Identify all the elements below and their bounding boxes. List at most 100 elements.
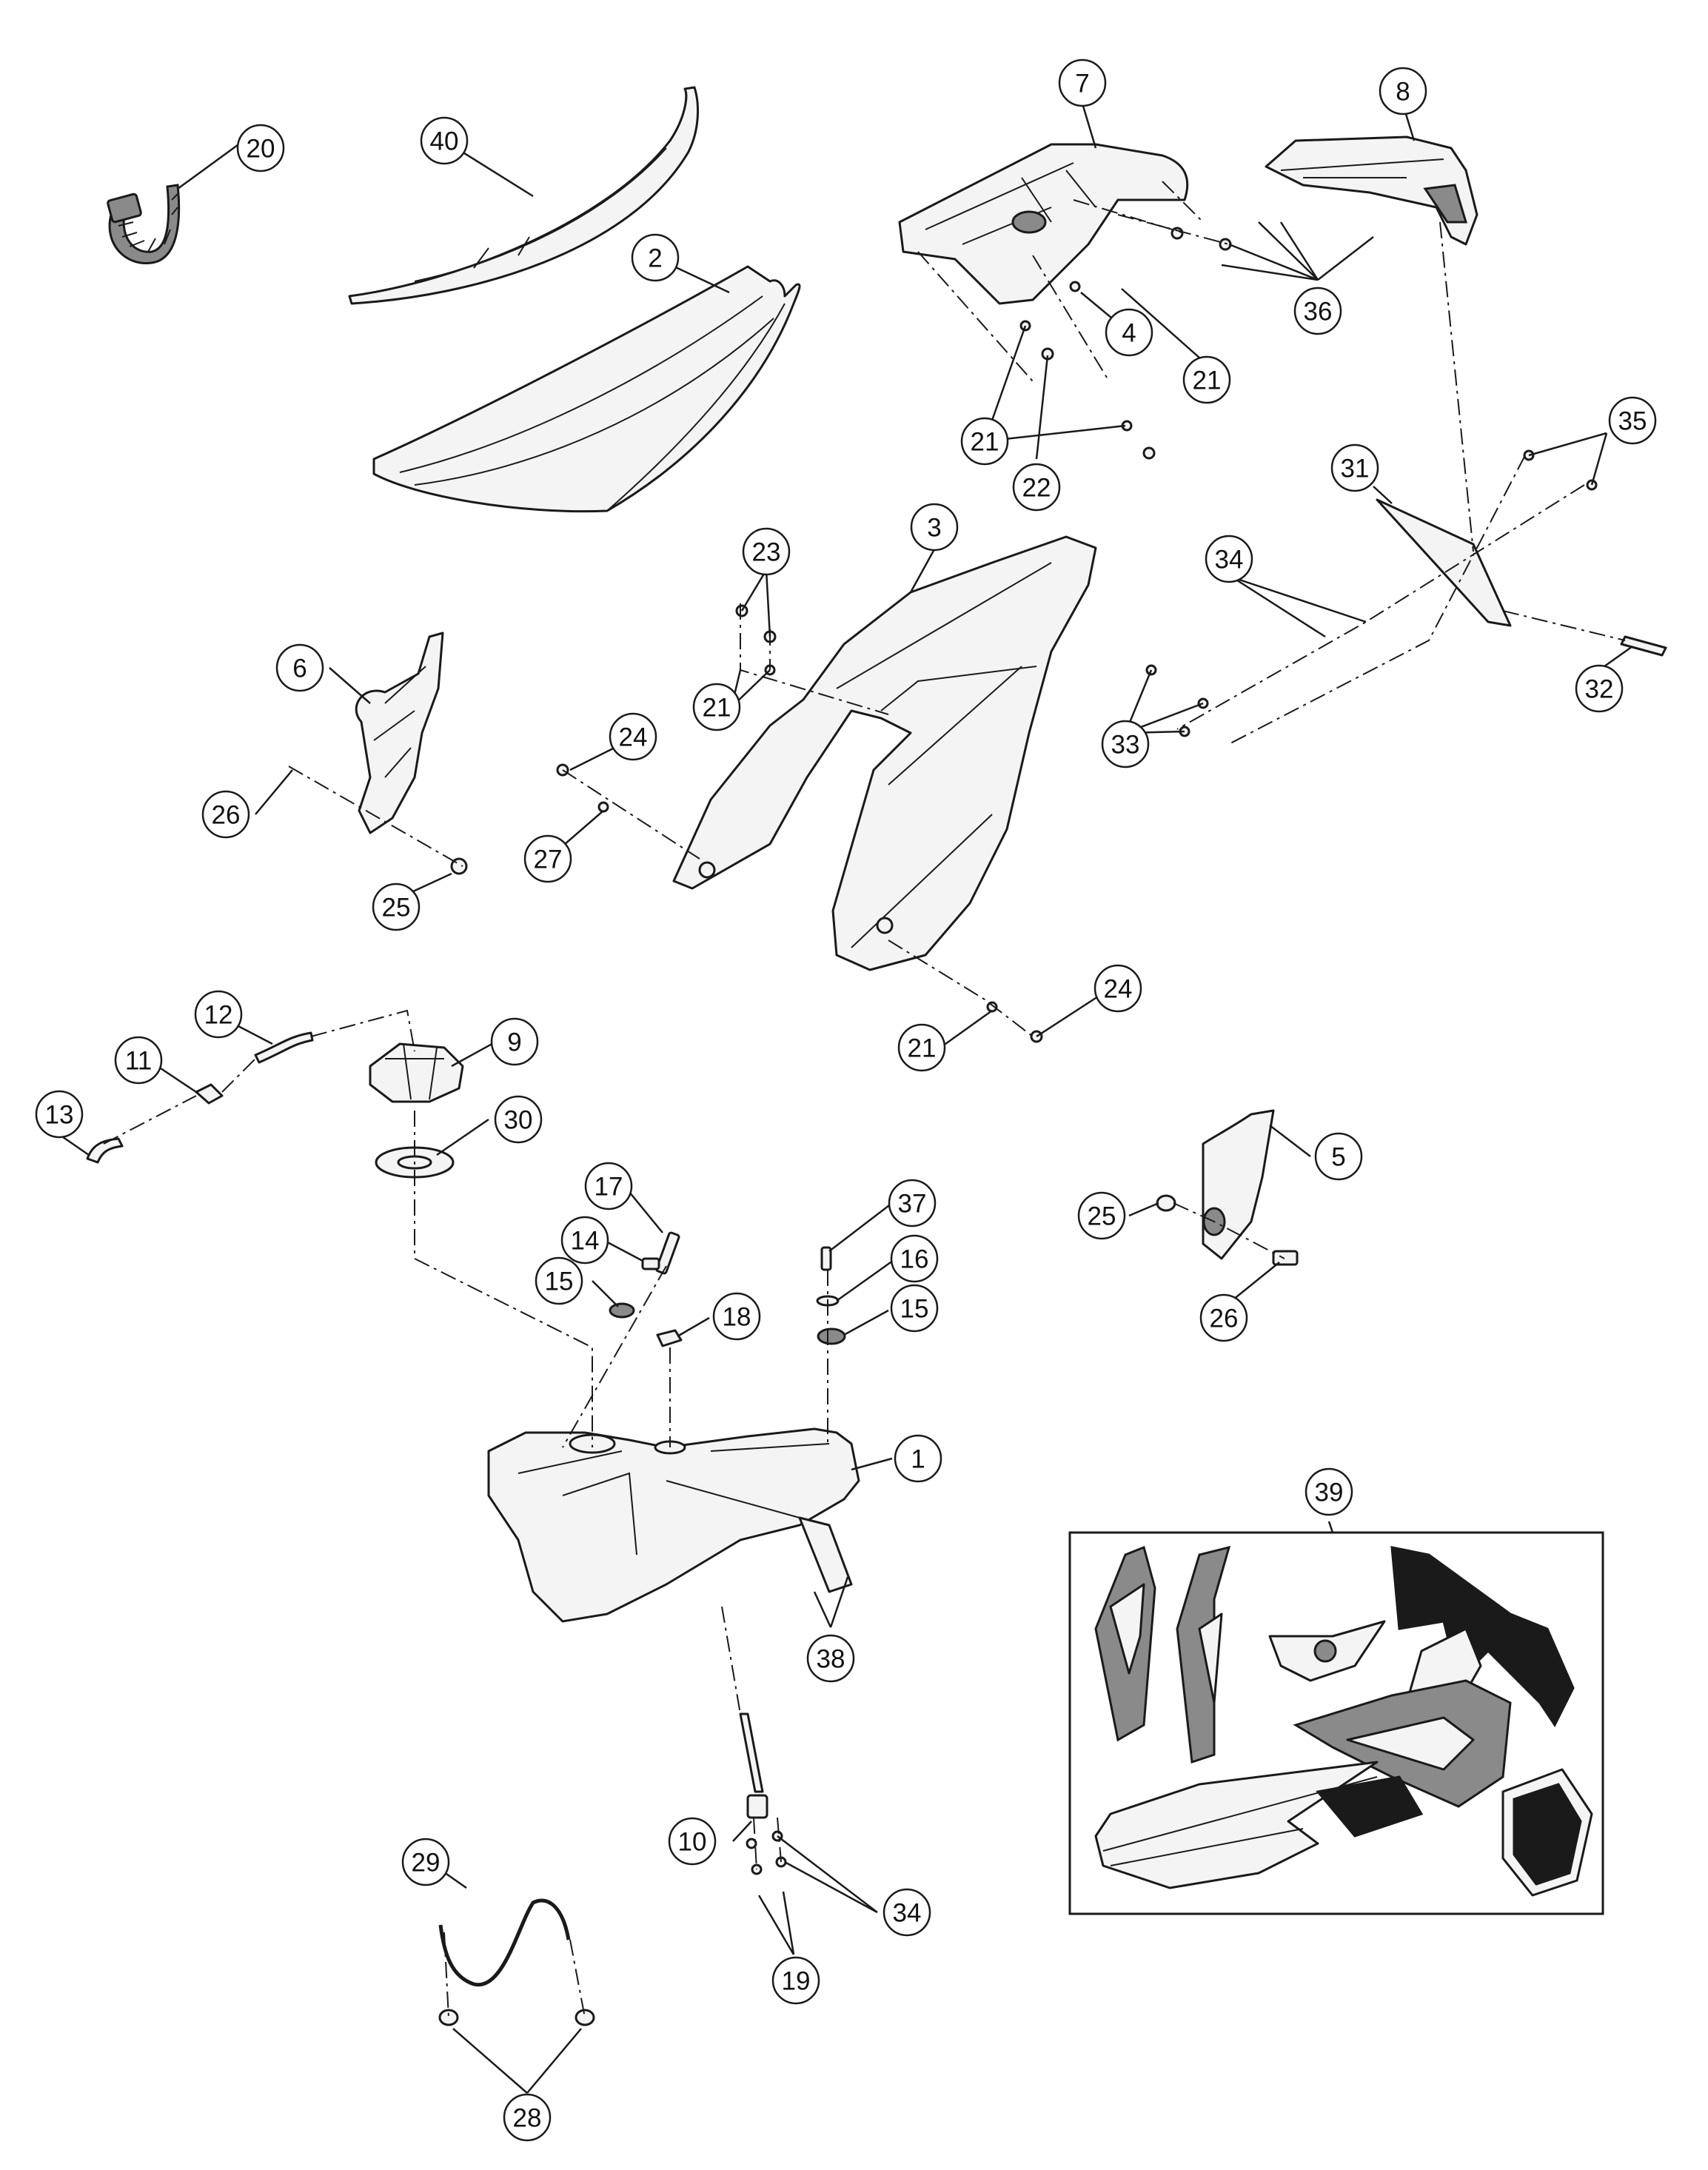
callout-3: 3 [910, 503, 959, 552]
callout-circle [1205, 535, 1253, 583]
part-40-seat-cover [348, 86, 700, 305]
part-6-frame-guard [355, 632, 444, 834]
callout-label: 38 [817, 1645, 845, 1674]
callout-circle [1077, 1191, 1126, 1240]
callout-label: 17 [595, 1173, 623, 1202]
part-17-14-15-fastener-stack [609, 1231, 680, 1319]
callout-circle [888, 1179, 937, 1228]
callout-label: 1 [911, 1445, 925, 1474]
callout-label: 25 [382, 894, 411, 922]
callout-circle [275, 643, 324, 692]
callout-13: 13 [35, 1090, 84, 1139]
part-1-fuel-tank [487, 1427, 860, 1623]
callout-14: 14 [560, 1216, 609, 1265]
callout-circle [194, 990, 243, 1039]
callout-24: 24 [609, 712, 657, 761]
callout-circle [1182, 355, 1231, 404]
callout-circle [894, 1434, 942, 1483]
callout-label: 32 [1585, 675, 1614, 704]
callout-label: 21 [1193, 366, 1222, 395]
callout-26: 26 [201, 790, 250, 839]
callout-circle [494, 1095, 543, 1144]
callout-circle [114, 1036, 163, 1085]
part-10-fuel-tap [739, 1712, 768, 1819]
part-37-16-15-fastener-stack [816, 1246, 846, 1345]
callout-label: 12 [204, 1001, 233, 1030]
callout-label: 23 [752, 538, 781, 567]
callout-circle [236, 124, 285, 173]
callout-label: 19 [782, 1967, 811, 1996]
callout-label: 5 [1331, 1143, 1345, 1172]
callout-label: 21 [908, 1034, 937, 1063]
callout-21: 21 [897, 1023, 946, 1072]
callout-15: 15 [890, 1284, 939, 1333]
callout-circle [910, 503, 959, 552]
callout-label: 34 [893, 1899, 922, 1928]
callout-circle [201, 790, 250, 839]
callout-35: 35 [1608, 396, 1657, 445]
callout-label: 15 [545, 1267, 574, 1296]
part-2-seat [372, 265, 801, 513]
callout-label: 31 [1341, 455, 1370, 483]
callout-label: 25 [1088, 1202, 1116, 1231]
callout-circle [523, 834, 572, 883]
callout-label: 26 [212, 801, 241, 830]
callout-5: 5 [1314, 1132, 1363, 1181]
callout-circle [1012, 463, 1061, 512]
callout-label: 20 [247, 135, 275, 164]
callout-18: 18 [712, 1292, 761, 1341]
callout-circle [1305, 1467, 1353, 1516]
callout-27: 27 [523, 834, 572, 883]
callout-label: 9 [507, 1028, 521, 1057]
callout-circle [420, 116, 469, 165]
callout-40: 40 [420, 116, 469, 165]
callout-label: 24 [1104, 975, 1133, 1004]
callout-label: 36 [1304, 298, 1333, 326]
callout-label: 3 [927, 514, 941, 543]
callout-15: 15 [535, 1256, 583, 1305]
callout-28: 28 [503, 2093, 552, 2142]
callout-label: 40 [430, 127, 459, 156]
part-29-hose [438, 1898, 571, 1987]
callout-circle [1575, 664, 1624, 713]
callout-label: 8 [1396, 78, 1410, 107]
callout-circle [609, 712, 657, 761]
decal-kit-box [1068, 1531, 1604, 1915]
callout-circle [535, 1256, 583, 1305]
callout-22: 22 [1012, 463, 1061, 512]
callout-circle [584, 1162, 633, 1210]
callout-9: 9 [490, 1017, 539, 1066]
part-7-rear-fender [898, 143, 1189, 305]
callout-circle [960, 417, 1009, 466]
callout-circle [1314, 1132, 1363, 1181]
callout-circle [35, 1090, 84, 1139]
callout-10: 10 [668, 1817, 717, 1866]
callout-circle [1199, 1293, 1248, 1342]
callout-circle [890, 1284, 939, 1333]
callout-circle [712, 1292, 761, 1341]
callout-12: 12 [194, 990, 243, 1039]
callout-circle [1105, 308, 1153, 357]
callout-38: 38 [806, 1634, 855, 1683]
callout-21: 21 [692, 683, 741, 731]
callout-label: 26 [1210, 1305, 1239, 1333]
callout-21: 21 [960, 417, 1009, 466]
callout-2: 2 [631, 233, 680, 282]
callout-23: 23 [742, 527, 791, 576]
callout-label: 33 [1111, 731, 1140, 760]
callout-21: 21 [1182, 355, 1231, 404]
callout-label: 13 [45, 1101, 74, 1130]
callout-label: 2 [648, 244, 662, 273]
callout-11: 11 [114, 1036, 163, 1085]
callout-circle [560, 1216, 609, 1265]
callout-label: 11 [125, 1047, 152, 1076]
callout-8: 8 [1379, 67, 1427, 115]
part-11-12-13-vent-hose [86, 1031, 314, 1164]
callout-circle [692, 683, 741, 731]
callout-circle [771, 1956, 820, 2005]
part-9-fuel-cap [369, 1042, 464, 1103]
callout-32: 32 [1575, 664, 1624, 713]
part-5-frame-guard [1156, 1109, 1299, 1266]
callout-label: 35 [1618, 407, 1647, 436]
